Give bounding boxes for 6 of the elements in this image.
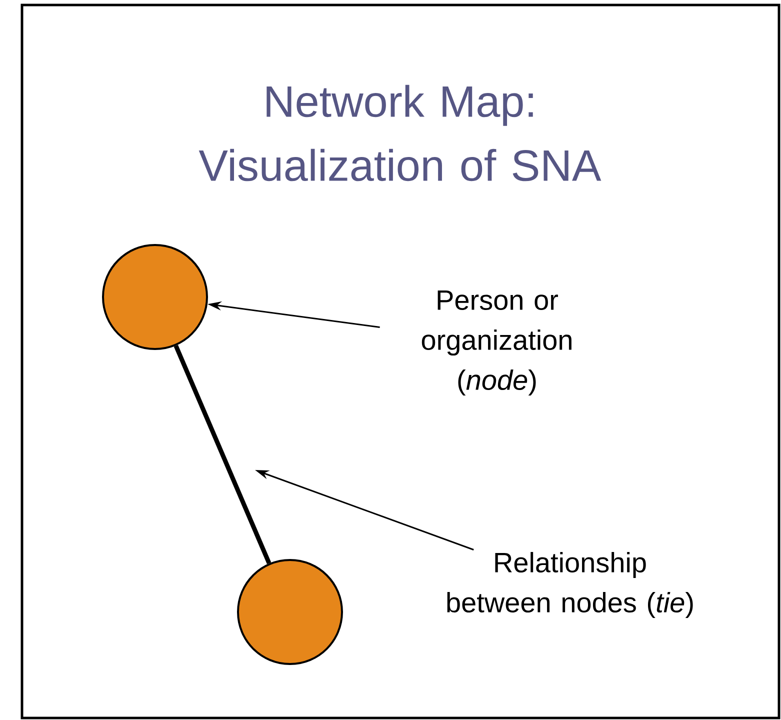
- title: Network Map: Visualization of SNA: [198, 84, 602, 182]
- tie-line: [174, 344, 272, 564]
- circle-node: [237, 559, 343, 665]
- node-label: Relationship between nodes (tie): [447, 552, 693, 618]
- circle-node: [102, 244, 208, 350]
- node-label: Person or organization (node): [422, 290, 572, 396]
